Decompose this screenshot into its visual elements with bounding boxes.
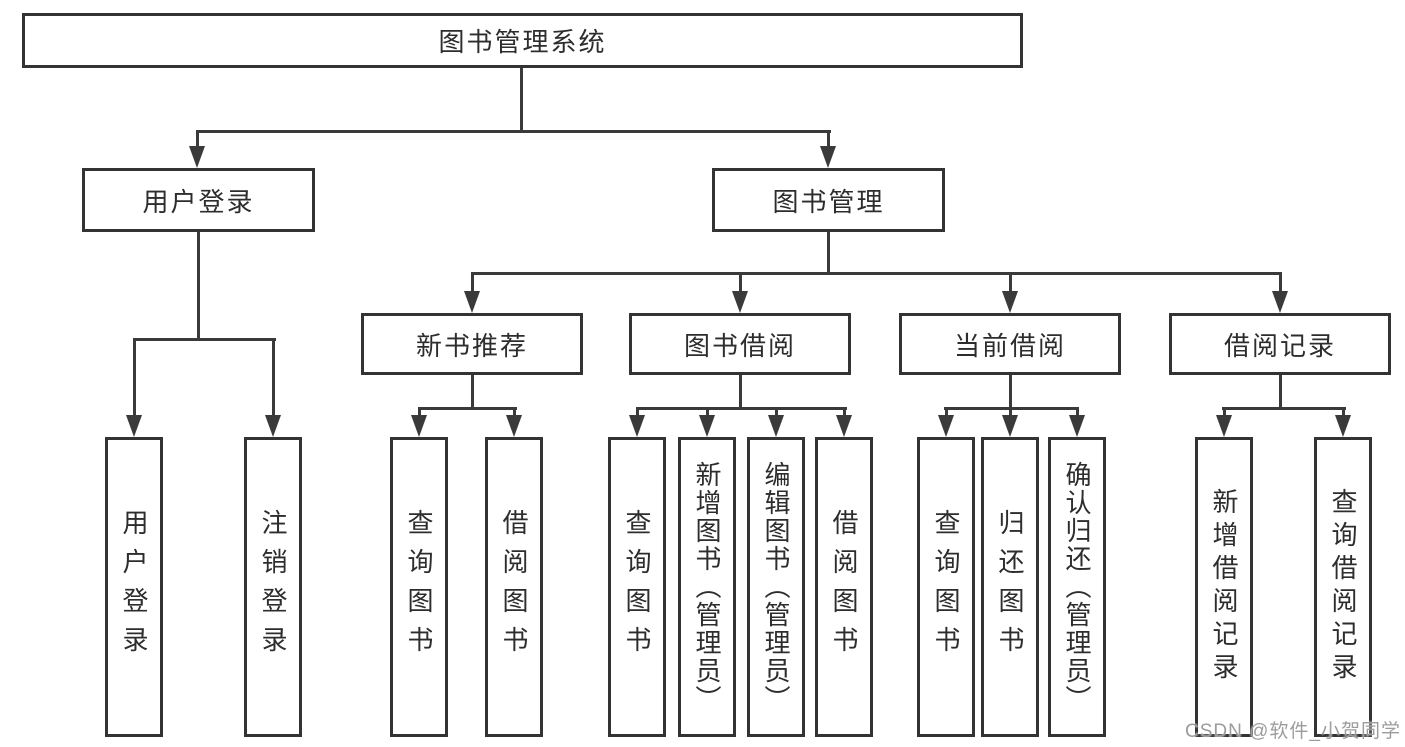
node-bb-query-book-label: 查询图书 — [622, 509, 652, 665]
connector-to-book-borrow — [739, 272, 742, 293]
node-logout-label: 注销登录 — [258, 509, 288, 665]
node-login: 用户登录 — [105, 437, 163, 737]
node-cb-query-book-label: 查询图书 — [931, 509, 961, 665]
node-user-login: 用户登录 — [82, 168, 315, 232]
connector-bb-stem — [739, 375, 742, 407]
arrowhead-cb-query-icon — [938, 415, 954, 437]
node-nbr-query-book: 查询图书 — [390, 437, 448, 737]
node-cb-confirm-return: 确认归还（管理员） — [1048, 437, 1106, 737]
connector-to-current-borrow — [1009, 272, 1012, 293]
arrowhead-new-book-rec-icon — [464, 291, 480, 313]
arrowhead-book-borrow-icon — [732, 291, 748, 313]
arrowhead-bb-borrow-icon — [836, 415, 852, 437]
arrowhead-br-add-icon — [1216, 415, 1232, 437]
connector-root-stem — [520, 68, 523, 130]
node-nbr-borrow-book-label: 借阅图书 — [499, 509, 529, 665]
arrowhead-nbr-query-icon — [411, 415, 427, 437]
node-cb-return-book: 归还图书 — [981, 437, 1039, 737]
connector-book-mgmt-stem — [827, 232, 830, 272]
node-book-borrow: 图书借阅 — [629, 313, 851, 375]
node-br-query-record: 查询借阅记录 — [1314, 437, 1372, 737]
node-new-book-rec-label: 新书推荐 — [415, 330, 528, 361]
node-current-borrow: 当前借阅 — [899, 313, 1121, 375]
connector-to-new-book-rec — [471, 272, 474, 293]
node-br-add-record-label: 新增借阅记录 — [1209, 488, 1239, 686]
node-login-label: 用户登录 — [119, 509, 149, 665]
node-cb-query-book: 查询图书 — [917, 437, 975, 737]
csdn-watermark: CSDN @软件_小贺同学 — [1185, 721, 1401, 742]
arrowhead-login-icon — [126, 415, 142, 437]
connector-to-cb-query — [945, 407, 948, 417]
node-logout: 注销登录 — [244, 437, 302, 737]
connector-to-br-add — [1223, 407, 1226, 417]
connector-to-bb-add — [706, 407, 709, 417]
node-borrow-records: 借阅记录 — [1169, 313, 1391, 375]
node-library-system: 图书管理系统 — [22, 13, 1023, 68]
arrowhead-cb-return-icon — [1002, 415, 1018, 437]
node-br-add-record: 新增借阅记录 — [1195, 437, 1253, 737]
node-br-query-record-label: 查询借阅记录 — [1328, 488, 1358, 686]
connector-to-logout — [272, 338, 275, 417]
node-nbr-borrow-book: 借阅图书 — [485, 437, 543, 737]
connector-to-nbr-query — [418, 407, 421, 417]
connector-nbr-rail — [418, 407, 517, 410]
node-book-borrow-label: 图书借阅 — [683, 330, 796, 361]
connector-nbr-stem — [471, 375, 474, 407]
connector-to-nbr-borrow — [513, 407, 516, 417]
connector-to-bb-query — [636, 407, 639, 417]
arrowhead-logout-icon — [265, 415, 281, 437]
connector-to-br-query — [1342, 407, 1345, 417]
connector-to-bb-borrow — [843, 407, 846, 417]
connector-cb-stem — [1009, 375, 1012, 407]
arrowhead-user-login-icon — [189, 146, 205, 168]
node-bb-edit-book: 编辑图书（管理员） — [747, 437, 805, 737]
connector-to-book-mgmt — [827, 130, 830, 150]
node-bb-borrow-book: 借阅图书 — [815, 437, 873, 737]
node-book-mgmt: 图书管理 — [712, 168, 945, 232]
node-bb-borrow-book-label: 借阅图书 — [829, 509, 859, 665]
connector-to-cb-confirm — [1076, 407, 1079, 417]
arrowhead-cb-confirm-icon — [1069, 415, 1085, 437]
node-nbr-query-book-label: 查询图书 — [404, 509, 434, 665]
connector-user-login-stem — [197, 232, 200, 338]
connector-bb-rail — [636, 407, 847, 410]
node-cb-confirm-return-label: 确认归还（管理员） — [1062, 461, 1092, 713]
node-book-mgmt-label: 图书管理 — [772, 186, 885, 217]
connector-to-bb-edit — [775, 407, 778, 417]
arrowhead-bb-add-icon — [699, 415, 715, 437]
arrowhead-br-query-icon — [1335, 415, 1351, 437]
arrowhead-current-borrow-icon — [1002, 291, 1018, 313]
arrowhead-bb-edit-icon — [768, 415, 784, 437]
connector-to-login — [133, 338, 136, 417]
node-bb-add-book-label: 新增图书（管理员） — [692, 461, 722, 713]
connector-level2-rail — [196, 130, 831, 133]
node-bb-query-book: 查询图书 — [608, 437, 666, 737]
node-library-system-label: 图书管理系统 — [438, 27, 607, 57]
node-borrow-records-label: 借阅记录 — [1223, 330, 1336, 361]
node-user-login-label: 用户登录 — [142, 186, 255, 217]
arrowhead-book-mgmt-icon — [820, 146, 836, 168]
node-cb-return-book-label: 归还图书 — [995, 509, 1025, 665]
node-current-borrow-label: 当前借阅 — [953, 330, 1066, 361]
connector-level3-rail — [471, 272, 1282, 275]
connector-br-stem — [1279, 375, 1282, 407]
node-bb-edit-book-label: 编辑图书（管理员） — [761, 461, 791, 713]
connector-br-rail — [1222, 407, 1346, 410]
node-bb-add-book: 新增图书（管理员） — [678, 437, 736, 737]
arrowhead-bb-query-icon — [629, 415, 645, 437]
connector-to-user-login — [196, 130, 199, 150]
arrowhead-nbr-borrow-icon — [506, 415, 522, 437]
connector-to-borrow-records — [1279, 272, 1282, 293]
connector-user-login-rail — [133, 338, 276, 341]
arrowhead-borrow-records-icon — [1272, 291, 1288, 313]
connector-to-cb-return — [1009, 407, 1012, 417]
node-new-book-rec: 新书推荐 — [361, 313, 583, 375]
